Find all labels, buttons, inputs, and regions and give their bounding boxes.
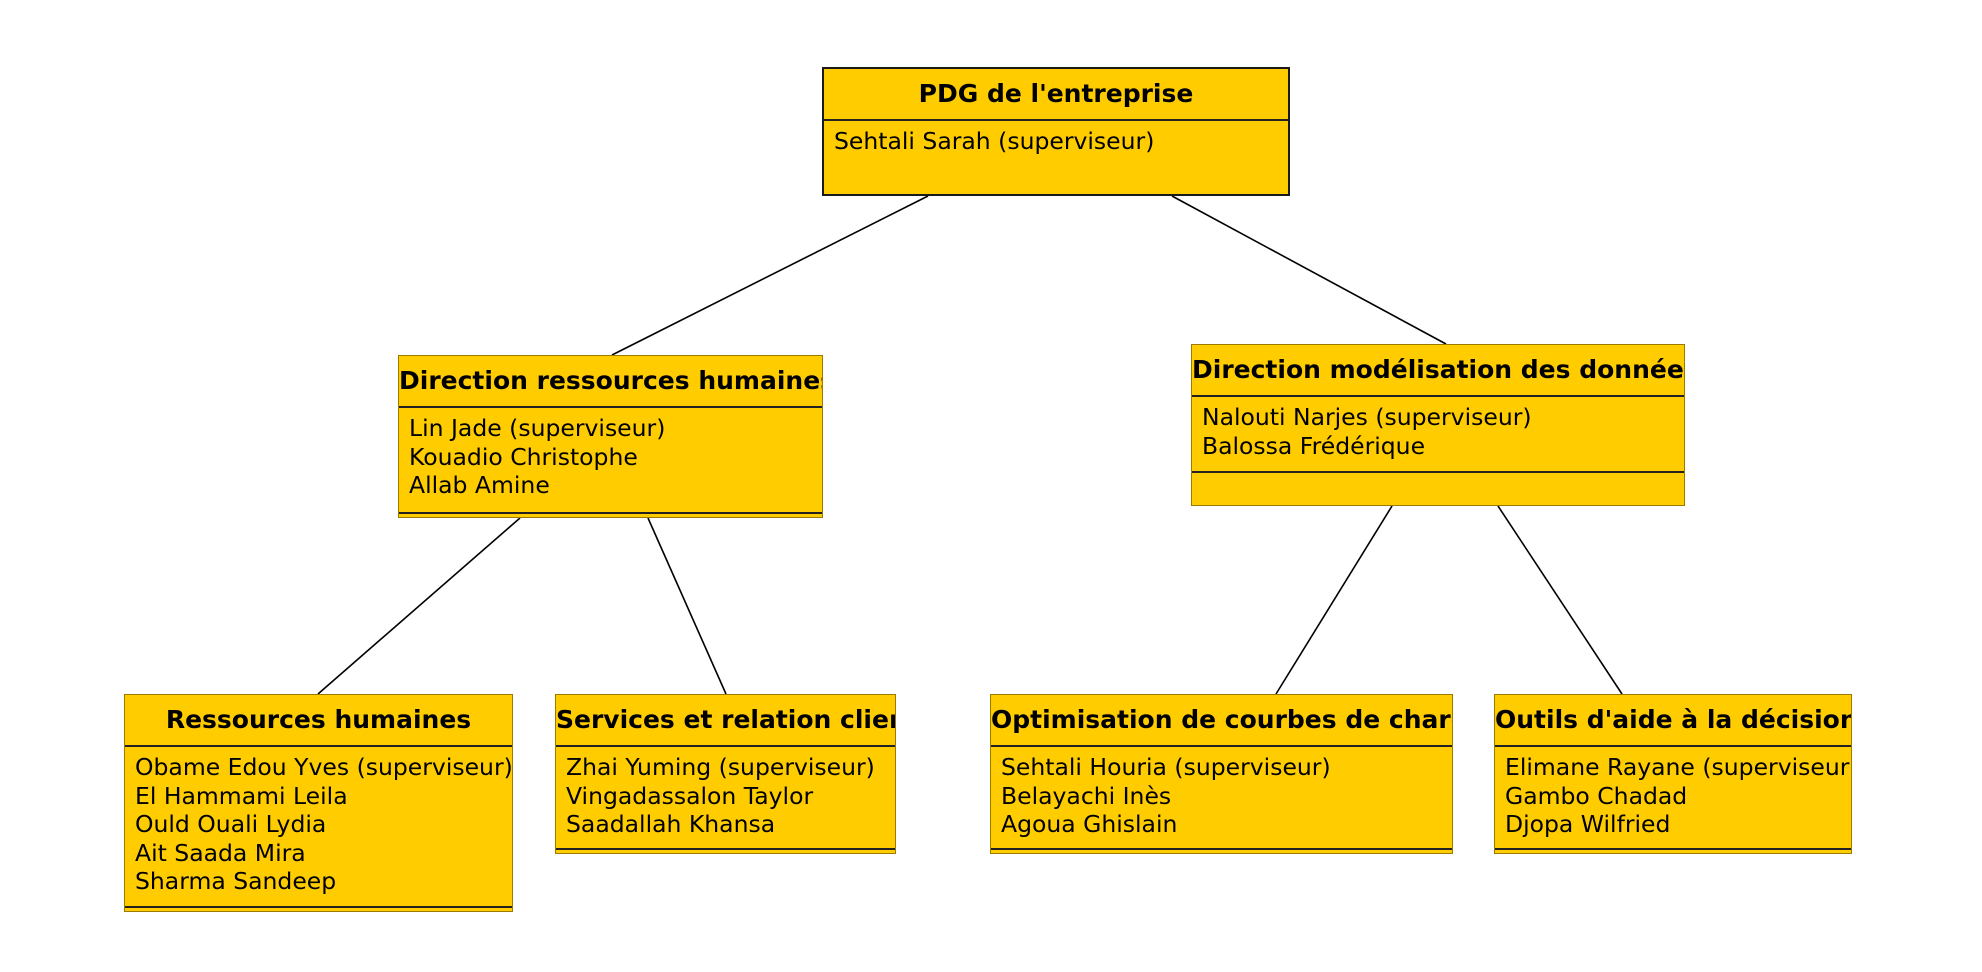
member-name: Ait Saada Mira [135, 838, 306, 867]
org-box-operations-compartment [1192, 471, 1684, 505]
org-box-title: Outils d'aide à la décision [1495, 695, 1851, 747]
connector-hr-direction-client-team [647, 517, 727, 695]
connector-data-direction-decision-team [1497, 505, 1623, 695]
org-box-hr-direction[interactable]: Direction ressources humaines Lin Jade (… [398, 355, 823, 518]
org-box-operations-compartment [399, 512, 822, 517]
org-box-title: Services et relation client [556, 695, 895, 747]
org-box-title: Direction modélisation des données [1192, 345, 1684, 397]
member-name: Kouadio Christophe [409, 442, 638, 471]
connector-ceo-hr-direction [611, 195, 929, 356]
org-box-operations-compartment [991, 848, 1452, 853]
member-name: Balossa Frédérique [1202, 431, 1426, 460]
org-box-members: Zhai Yuming (superviseur) Vingadassalon … [556, 747, 895, 843]
org-box-operations-compartment [1495, 848, 1851, 853]
org-box-title: Ressources humaines [125, 695, 512, 747]
member-name: Sharma Sandeep [135, 867, 337, 895]
org-box-client-team[interactable]: Services et relation client Zhai Yuming … [555, 694, 896, 854]
org-box-title: Optimisation de courbes de charge [991, 695, 1452, 747]
member-name: Belayachi Inès [1001, 781, 1172, 810]
org-box-members: Obame Edou Yves (superviseur) El Hammami… [125, 747, 512, 900]
member-name: Agoua Ghislain [1001, 810, 1178, 838]
member-name: Obame Edou Yves (superviseur) [135, 753, 513, 781]
org-box-decision-team[interactable]: Outils d'aide à la décision Elimane Raya… [1494, 694, 1852, 854]
member-name: Ould Ouali Lydia [135, 810, 327, 838]
org-box-members: Lin Jade (superviseur) Kouadio Christoph… [399, 408, 822, 504]
org-box-members: Elimane Rayane (superviseur) Gambo Chada… [1495, 747, 1851, 843]
org-box-data-direction[interactable]: Direction modélisation des données Nalou… [1191, 344, 1685, 506]
member-name: El Hammami Leila [135, 781, 348, 810]
connector-ceo-data-direction [1171, 195, 1447, 345]
member-name: Sehtali Sarah (superviseur) [834, 127, 1155, 155]
org-box-members: Sehtali Sarah (superviseur) [824, 121, 1288, 160]
member-name: Lin Jade (superviseur) [409, 414, 666, 442]
org-box-title: Direction ressources humaines [399, 356, 822, 408]
org-box-operations-compartment [556, 848, 895, 853]
member-name: Djopa Wilfried [1505, 810, 1671, 838]
member-name: Allab Amine [409, 471, 550, 499]
member-name: Gambo Chadad [1505, 781, 1688, 810]
connector-hr-direction-hr-team [317, 517, 521, 695]
org-box-hr-team[interactable]: Ressources humaines Obame Edou Yves (sup… [124, 694, 513, 912]
org-box-members: Nalouti Narjes (superviseur) Balossa Fré… [1192, 397, 1684, 464]
org-box-members: Sehtali Houria (superviseur) Belayachi I… [991, 747, 1452, 843]
member-name: Saadallah Khansa [566, 810, 776, 838]
org-box-ceo[interactable]: PDG de l'entreprise Sehtali Sarah (super… [822, 67, 1290, 196]
org-box-operations-compartment [125, 906, 512, 911]
member-name: Elimane Rayane (superviseur) [1505, 753, 1852, 781]
member-name: Sehtali Houria (superviseur) [1001, 753, 1331, 781]
connector-data-direction-load-curve-team [1275, 505, 1393, 695]
member-name: Nalouti Narjes (superviseur) [1202, 403, 1532, 431]
org-box-title: PDG de l'entreprise [824, 69, 1288, 121]
org-box-load-curve-team[interactable]: Optimisation de courbes de charge Sehtal… [990, 694, 1453, 854]
member-name: Vingadassalon Taylor [566, 781, 814, 810]
member-name: Zhai Yuming (superviseur) [566, 753, 875, 781]
